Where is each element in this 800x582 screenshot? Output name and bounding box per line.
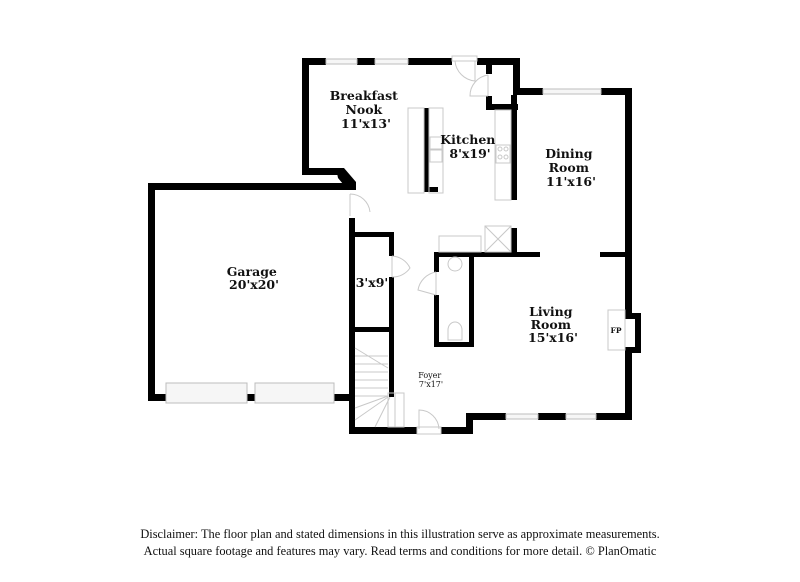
breakfast-nook-label: Breakfast Nook 11'x13' <box>330 88 403 131</box>
fireplace-label: FP <box>611 326 622 335</box>
closet-label: 3'x9' <box>356 275 389 290</box>
disclaimer: Disclaimer: The floor plan and stated di… <box>0 526 800 560</box>
kitchen-label: Kitchen 8'x19' <box>440 132 500 161</box>
disclaimer-line-2: Actual square footage and features may v… <box>143 544 657 558</box>
dining-room-label: Dining Room 11'x16' <box>545 146 597 189</box>
doors <box>349 55 489 435</box>
room-labels: Breakfast Nook 11'x13' Kitchen 8'x19' Di… <box>227 88 622 389</box>
stairs <box>354 347 405 428</box>
living-room-label: Living Room 15'x16' <box>528 304 578 345</box>
walls <box>148 58 641 434</box>
foyer-label: Foyer 7'x17' <box>418 371 444 389</box>
windows <box>165 58 602 420</box>
fixtures <box>354 107 626 428</box>
disclaimer-line-1: Disclaimer: The floor plan and stated di… <box>140 527 660 541</box>
garage-label: Garage 20'x20' <box>227 264 282 292</box>
